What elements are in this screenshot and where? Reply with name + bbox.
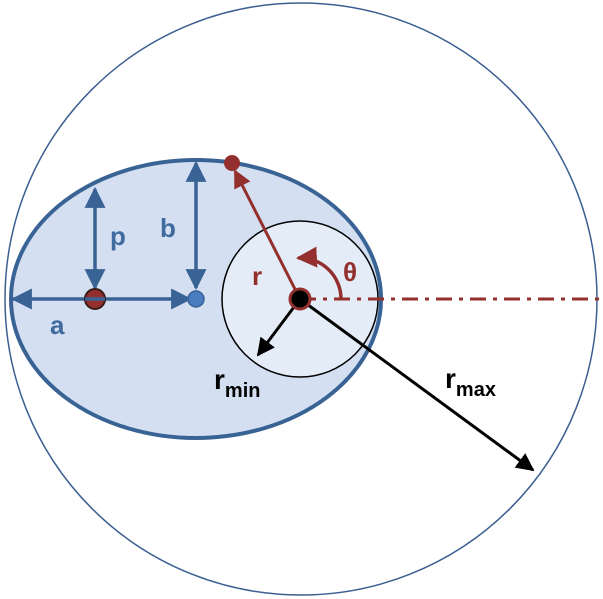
label-r-min: rmin: [214, 364, 260, 402]
theta-arc-arrow: [295, 246, 343, 300]
ellipse-center-point: [187, 290, 205, 308]
radius-vector-arrow: [233, 169, 302, 300]
label-r-max: rmax: [445, 363, 496, 401]
label-b: b: [160, 213, 176, 243]
orbit-point: [224, 155, 240, 171]
main-focus-point: [288, 287, 312, 311]
r-max-arrow: [299, 297, 535, 472]
label-theta: θ: [343, 257, 357, 287]
label-r: r: [252, 261, 262, 291]
r-min-arrow: [256, 298, 302, 357]
label-p: p: [110, 221, 126, 251]
label-r-max-base: r: [445, 363, 456, 394]
label-a: a: [50, 310, 65, 340]
label-r-min-sub: min: [225, 380, 261, 402]
label-r-max-sub: max: [456, 379, 496, 401]
label-r-min-base: r: [214, 364, 225, 395]
